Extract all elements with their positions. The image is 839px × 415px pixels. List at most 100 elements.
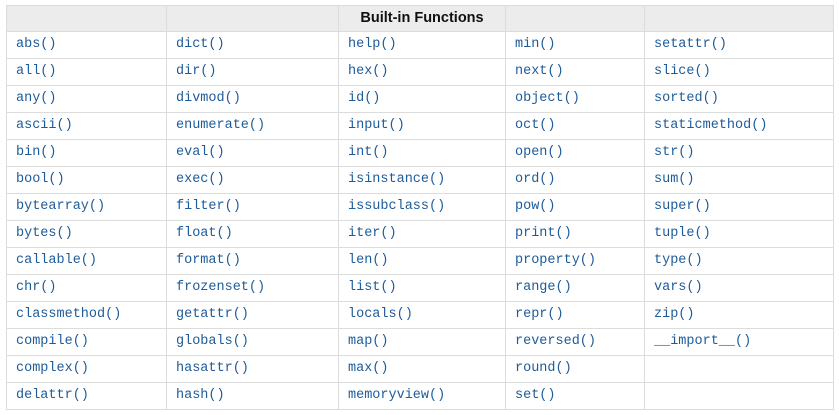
function-link[interactable]: sorted() bbox=[654, 91, 719, 106]
function-cell: callable() bbox=[6, 247, 167, 275]
function-link[interactable]: super() bbox=[654, 199, 711, 214]
function-link[interactable]: hex() bbox=[348, 64, 389, 79]
function-link[interactable]: open() bbox=[515, 145, 564, 160]
function-link[interactable]: compile() bbox=[16, 334, 89, 349]
function-cell: open() bbox=[505, 139, 645, 167]
function-link[interactable]: sum() bbox=[654, 172, 695, 187]
function-link[interactable]: staticmethod() bbox=[654, 118, 768, 133]
function-link[interactable]: enumerate() bbox=[176, 118, 266, 133]
function-cell: super() bbox=[644, 193, 834, 221]
function-cell: len() bbox=[338, 247, 506, 275]
function-cell: hasattr() bbox=[166, 355, 339, 383]
function-link[interactable]: set() bbox=[515, 388, 556, 403]
function-link[interactable]: __import__() bbox=[654, 334, 752, 349]
function-cell: range() bbox=[505, 274, 645, 302]
function-cell: min() bbox=[505, 31, 645, 59]
function-link[interactable]: dir() bbox=[176, 64, 217, 79]
function-link[interactable]: setattr() bbox=[654, 37, 727, 52]
function-link[interactable]: vars() bbox=[654, 280, 703, 295]
function-link[interactable]: slice() bbox=[654, 64, 711, 79]
function-link[interactable]: help() bbox=[348, 37, 397, 52]
function-cell: chr() bbox=[6, 274, 167, 302]
function-link[interactable]: repr() bbox=[515, 307, 564, 322]
function-link[interactable]: min() bbox=[515, 37, 556, 52]
table-row: bytes() float() iter() print() tuple() bbox=[6, 220, 834, 248]
function-link[interactable]: type() bbox=[654, 253, 703, 268]
function-link[interactable]: any() bbox=[16, 91, 57, 106]
function-cell: round() bbox=[505, 355, 645, 383]
function-link[interactable]: str() bbox=[654, 145, 695, 160]
function-link[interactable]: frozenset() bbox=[176, 280, 266, 295]
function-link[interactable]: dict() bbox=[176, 37, 225, 52]
function-cell: bytearray() bbox=[6, 193, 167, 221]
function-link[interactable]: ascii() bbox=[16, 118, 73, 133]
table-row: compile() globals() map() reversed() __impor… bbox=[6, 328, 834, 356]
table-row: ascii() enumerate() input() oct() staticmeth… bbox=[6, 112, 834, 140]
function-link[interactable]: id() bbox=[348, 91, 381, 106]
function-cell: bytes() bbox=[6, 220, 167, 248]
header-cell-empty-3 bbox=[505, 5, 645, 32]
function-link[interactable]: locals() bbox=[348, 307, 413, 322]
function-link[interactable]: exec() bbox=[176, 172, 225, 187]
function-link[interactable]: int() bbox=[348, 145, 389, 160]
function-cell: tuple() bbox=[644, 220, 834, 248]
function-link[interactable]: filter() bbox=[176, 199, 241, 214]
function-link[interactable]: all() bbox=[16, 64, 57, 79]
function-link[interactable]: delattr() bbox=[16, 388, 89, 403]
function-link[interactable]: bin() bbox=[16, 145, 57, 160]
function-cell: any() bbox=[6, 85, 167, 113]
function-link[interactable]: hasattr() bbox=[176, 361, 249, 376]
function-cell: filter() bbox=[166, 193, 339, 221]
function-link[interactable]: chr() bbox=[16, 280, 57, 295]
function-link[interactable]: eval() bbox=[176, 145, 225, 160]
function-link[interactable]: next() bbox=[515, 64, 564, 79]
function-link[interactable]: print() bbox=[515, 226, 572, 241]
function-link[interactable]: pow() bbox=[515, 199, 556, 214]
function-link[interactable]: issubclass() bbox=[348, 199, 446, 214]
function-cell: id() bbox=[338, 85, 506, 113]
function-link[interactable]: object() bbox=[515, 91, 580, 106]
header-cell-empty-2 bbox=[166, 5, 339, 32]
function-link[interactable]: input() bbox=[348, 118, 405, 133]
function-link[interactable]: complex() bbox=[16, 361, 89, 376]
function-link[interactable]: map() bbox=[348, 334, 389, 349]
table-row: classmethod() getattr() locals() repr() zip(… bbox=[6, 301, 834, 329]
function-link[interactable]: zip() bbox=[654, 307, 695, 322]
function-cell: classmethod() bbox=[6, 301, 167, 329]
function-link[interactable]: float() bbox=[176, 226, 233, 241]
function-link[interactable]: len() bbox=[348, 253, 389, 268]
function-link[interactable]: hash() bbox=[176, 388, 225, 403]
function-cell: list() bbox=[338, 274, 506, 302]
function-link[interactable]: classmethod() bbox=[16, 307, 122, 322]
table-row: abs() dict() help() min() setattr() bbox=[6, 31, 834, 59]
function-link[interactable]: divmod() bbox=[176, 91, 241, 106]
function-link[interactable]: tuple() bbox=[654, 226, 711, 241]
function-link[interactable]: max() bbox=[348, 361, 389, 376]
function-cell: bool() bbox=[6, 166, 167, 194]
function-link[interactable]: range() bbox=[515, 280, 572, 295]
function-link[interactable]: globals() bbox=[176, 334, 249, 349]
function-cell: eval() bbox=[166, 139, 339, 167]
function-link[interactable]: isinstance() bbox=[348, 172, 446, 187]
function-link[interactable]: oct() bbox=[515, 118, 556, 133]
function-link[interactable]: list() bbox=[348, 280, 397, 295]
function-cell: slice() bbox=[644, 58, 834, 86]
function-link[interactable]: memoryview() bbox=[348, 388, 446, 403]
function-link[interactable]: ord() bbox=[515, 172, 556, 187]
function-link[interactable]: iter() bbox=[348, 226, 397, 241]
function-link[interactable]: format() bbox=[176, 253, 241, 268]
function-link[interactable]: bool() bbox=[16, 172, 65, 187]
function-cell: divmod() bbox=[166, 85, 339, 113]
function-cell: int() bbox=[338, 139, 506, 167]
function-link[interactable]: bytearray() bbox=[16, 199, 106, 214]
table-row: complex() hasattr() max() round() bbox=[6, 355, 834, 383]
function-link[interactable]: reversed() bbox=[515, 334, 597, 349]
function-cell: ascii() bbox=[6, 112, 167, 140]
function-link[interactable]: callable() bbox=[16, 253, 98, 268]
function-link[interactable]: bytes() bbox=[16, 226, 73, 241]
function-link[interactable]: abs() bbox=[16, 37, 57, 52]
function-link[interactable]: getattr() bbox=[176, 307, 249, 322]
function-link[interactable]: property() bbox=[515, 253, 597, 268]
function-cell: getattr() bbox=[166, 301, 339, 329]
function-link[interactable]: round() bbox=[515, 361, 572, 376]
